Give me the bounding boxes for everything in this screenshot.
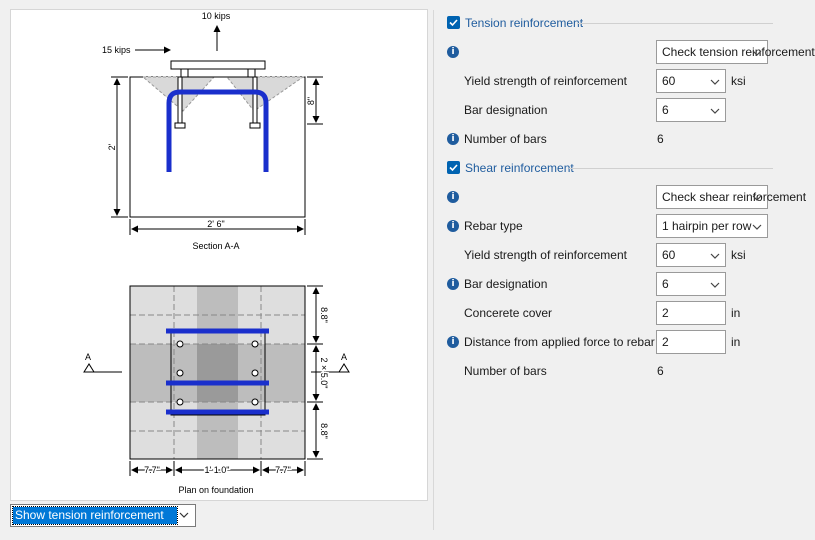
section-view: 10 kips 15 kips 2' 8" 2' 6" Section A-A <box>102 11 323 251</box>
info-icon[interactable]: i <box>447 191 459 203</box>
cut-marker-left <box>83 363 95 373</box>
shear-yield-unit: ksi <box>731 248 746 262</box>
tension-bar-value: 6 <box>662 103 669 117</box>
tension-yield-unit: ksi <box>731 74 746 88</box>
chevron-down-icon <box>752 195 762 201</box>
chevron-down-icon <box>710 282 720 288</box>
info-icon[interactable]: i <box>447 278 459 290</box>
info-icon[interactable]: i <box>447 133 459 145</box>
drawing-canvas: 10 kips 15 kips 2' 8" 2' 6" Section A-A <box>10 9 428 501</box>
info-icon[interactable]: i <box>447 220 459 232</box>
view-select-value: Show tension reinforcement <box>12 506 178 525</box>
tension-check-select[interactable]: Check tension reinforcement <box>656 40 815 64</box>
anchor-bolt <box>252 76 258 124</box>
tension-yield-value: 60 <box>662 74 676 88</box>
cut-label-right: A <box>341 352 347 362</box>
divider <box>577 23 773 24</box>
chevron-down-icon <box>710 79 720 85</box>
shear-distance-input[interactable]: 2 <box>656 330 726 354</box>
shear-yield-label: Yield strength of reinforcement <box>464 248 627 262</box>
dim-plan-mid: 2 × 5.0" <box>319 358 329 389</box>
chevron-down-icon <box>179 512 189 518</box>
base-plate <box>170 60 266 70</box>
tension-nbars-value: 6 <box>657 132 664 146</box>
anchor-bolt <box>177 76 183 124</box>
tension-bar-label: Bar designation <box>464 103 548 117</box>
column <box>180 68 256 78</box>
dim-plan-left: 7.7" <box>144 465 160 475</box>
tension-section-header: Tension reinforcement <box>447 15 773 31</box>
shear-title: Shear reinforcement <box>465 161 574 175</box>
force-horizontal-label: 15 kips <box>102 45 131 55</box>
dim-plan-right: 7.7" <box>275 465 291 475</box>
plan-caption: Plan on foundation <box>178 485 253 495</box>
shear-bar-label: Bar designation <box>464 277 548 291</box>
shear-bar-select[interactable]: 6 <box>656 272 726 296</box>
shear-bar-value: 6 <box>662 277 669 291</box>
info-icon[interactable]: i <box>447 336 459 348</box>
plan-bolt <box>176 340 184 348</box>
force-vertical-label: 10 kips <box>202 11 231 21</box>
shear-section-header: Shear reinforcement <box>447 160 773 176</box>
checkmark-icon <box>449 164 458 172</box>
tension-title: Tension reinforcement <box>465 16 584 30</box>
chevron-down-icon <box>710 108 720 114</box>
plan-bolt <box>251 398 259 406</box>
shear-distance-label: Distance from applied force to rebar <box>464 335 655 349</box>
plan-bolt <box>176 398 184 406</box>
tension-check-value: Check tension reinforcement <box>662 45 815 59</box>
shear-rebar-type-value: 1 hairpin per row <box>662 219 752 233</box>
plan-view: A A 8.8" 2 × 5.0" 8.8" 7.7" 1' 1.0" <box>83 285 350 495</box>
tension-yield-select[interactable]: 60 <box>656 69 726 93</box>
tension-nbars-label: Number of bars <box>464 132 547 146</box>
info-icon[interactable]: i <box>447 46 459 58</box>
section-caption: Section A-A <box>192 241 239 251</box>
chevron-down-icon <box>710 253 720 259</box>
tension-checkbox[interactable] <box>447 16 460 29</box>
dim-section-width: 2' 6" <box>207 219 224 229</box>
chevron-down-icon <box>752 224 762 230</box>
shear-check-select[interactable]: Check shear reinforcement <box>656 185 807 209</box>
shear-nbars-label: Number of bars <box>464 364 547 378</box>
shear-yield-value: 60 <box>662 248 676 262</box>
shear-checkbox[interactable] <box>447 161 460 174</box>
shear-nbars-value: 6 <box>657 364 664 378</box>
shear-cover-unit: in <box>731 306 741 320</box>
shear-cover-input[interactable]: 2 <box>656 301 726 325</box>
shear-rebar-type-select[interactable]: 1 hairpin per row <box>656 214 768 238</box>
plan-bolt <box>251 369 259 377</box>
plan-bolt <box>176 369 184 377</box>
checkmark-icon <box>449 19 458 27</box>
dim-plan-top: 8.8" <box>319 307 329 323</box>
shear-check-value: Check shear reinforcement <box>662 190 807 204</box>
hairpin-rebar <box>166 89 269 172</box>
dim-plan-bottom: 8.8" <box>319 423 329 439</box>
dim-embed-depth: 8" <box>306 97 316 105</box>
cut-label-left: A <box>85 352 91 362</box>
tension-yield-label: Yield strength of reinforcement <box>464 74 627 88</box>
concrete-section <box>129 76 306 218</box>
plan-bolt <box>251 340 259 348</box>
cut-marker-right <box>338 363 350 373</box>
divider <box>569 168 773 169</box>
dim-plan-center: 1' 1.0" <box>205 465 230 475</box>
view-select[interactable]: Show tension reinforcement <box>10 504 196 527</box>
shear-distance-unit: in <box>731 335 741 349</box>
shear-rebar-type-label: Rebar type <box>464 219 523 233</box>
shear-yield-select[interactable]: 60 <box>656 243 726 267</box>
chevron-down-icon <box>752 50 762 56</box>
tension-bar-select[interactable]: 6 <box>656 98 726 122</box>
dim-section-height: 2' <box>107 143 117 150</box>
panel-divider <box>433 10 434 530</box>
shear-cover-label: Concerete cover <box>464 306 553 320</box>
